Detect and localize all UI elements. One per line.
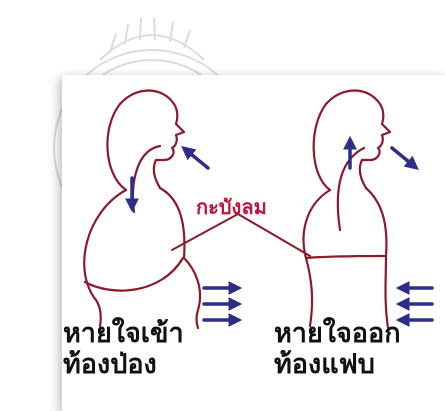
exhale-diaphragm: [306, 256, 386, 258]
exhale-arrows: [350, 142, 432, 320]
inhale-nose-arrow: [186, 150, 208, 168]
inhale-torso-outline: [84, 190, 126, 326]
inhale-caption-line1: หายใจเข้า: [63, 318, 184, 349]
exhale-back-outline: [366, 188, 388, 328]
exhale-head-outline: [314, 91, 390, 191]
exhale-nose-arrow: [392, 148, 414, 166]
exhale-caption: หายใจออก ท้องแฟบ: [274, 318, 401, 380]
diaphragm-label: กะบังลม: [196, 191, 267, 223]
exhale-caption-line1: หายใจออก: [274, 318, 401, 349]
inhale-figure: [84, 91, 200, 329]
inhale-caption: หายใจเข้า ท้องป่อง: [63, 318, 184, 380]
inhale-diaphragm: [85, 258, 183, 291]
inhale-back-outline: [160, 188, 200, 328]
exhale-figure: [304, 91, 390, 329]
inhale-caption-line2: ท้องป่อง: [63, 349, 184, 380]
exhale-caption-line2: ท้องแฟบ: [274, 349, 401, 380]
inhale-head-outline: [107, 91, 184, 191]
